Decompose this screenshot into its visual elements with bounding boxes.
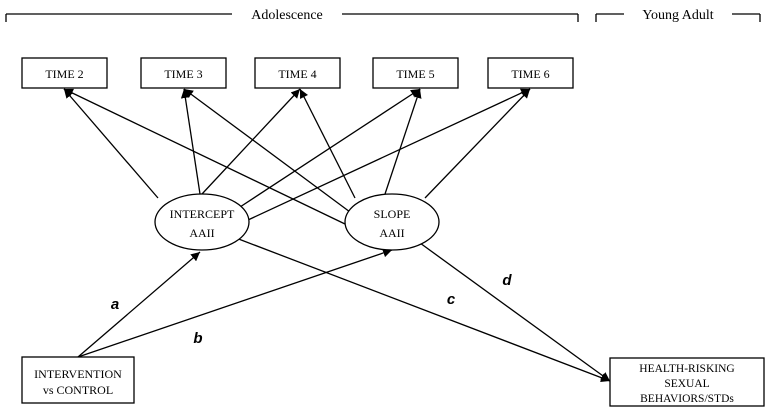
young-adult-label: Young Adult (642, 8, 713, 23)
time-box-2: TIME 2 (21, 57, 108, 89)
outcome-label-line1: HEALTH-RISKING (639, 363, 734, 375)
slope-node: SLOPE AAII (344, 193, 440, 251)
time-box-5: TIME 5 (372, 57, 459, 89)
adolescence-bracket (5, 13, 579, 22)
path-b (77, 248, 393, 358)
time-box-6-label: TIME 6 (511, 67, 549, 81)
time-box-2-label: TIME 2 (45, 67, 83, 81)
path-c (235, 237, 611, 382)
path-d (419, 242, 611, 382)
time-box-3-label: TIME 3 (164, 67, 202, 81)
time-box-6: TIME 6 (487, 57, 574, 89)
adolescence-label: Adolescence (251, 8, 323, 23)
outcome-label-line3: BEHAVIORS/STDs (640, 393, 734, 405)
structural-paths (77, 237, 611, 382)
time-box-4: TIME 4 (254, 57, 341, 89)
outcome-box: HEALTH-RISKING SEXUAL BEHAVIORS/STDs (609, 357, 765, 407)
intercept-node: INTERCEPT AAII (154, 193, 250, 251)
time-box-5-label: TIME 5 (396, 67, 434, 81)
intervention-box: INTERVENTION vs CONTROL (21, 356, 135, 404)
intercept-label-line2: AAII (189, 226, 214, 240)
intervention-label-line1: INTERVENTION (34, 367, 122, 381)
slope-loadings (63, 88, 531, 225)
intercept-label-line1: INTERCEPT (170, 207, 235, 221)
slope-label-line2: AAII (379, 226, 404, 240)
path-a-label: a (111, 296, 119, 313)
slope-label-line1: SLOPE (374, 207, 411, 221)
intervention-label-line2: vs CONTROL (43, 383, 113, 397)
time-box-3: TIME 3 (140, 57, 227, 89)
time-box-4-label: TIME 4 (278, 67, 316, 81)
path-a (77, 251, 201, 358)
path-b-label: b (193, 330, 202, 347)
outcome-label-line2: SEXUAL (664, 378, 709, 390)
young-adult-bracket (595, 13, 761, 22)
path-c-label: c (447, 291, 456, 308)
path-d-label: d (502, 272, 512, 289)
